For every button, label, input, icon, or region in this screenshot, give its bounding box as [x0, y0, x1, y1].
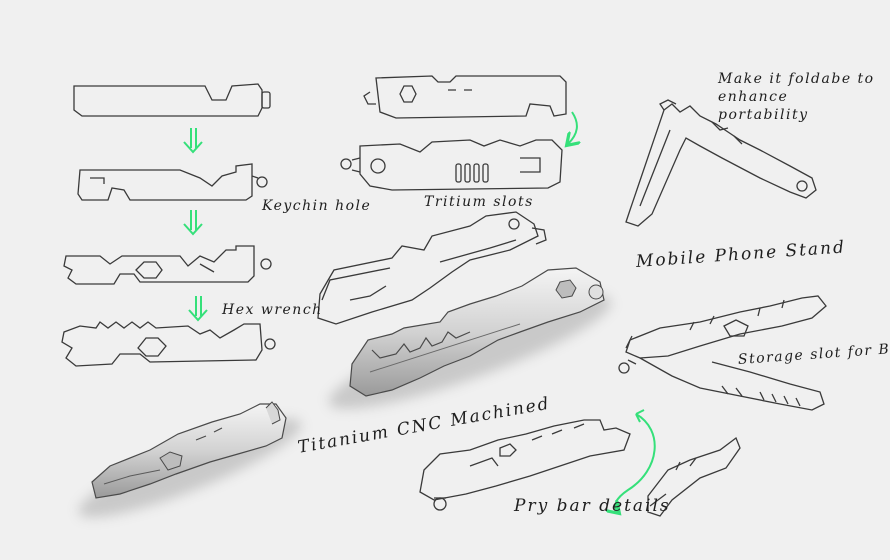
label-foldable: Make it foldabe to enhance portability	[718, 71, 875, 123]
double-arrow-pry-tail	[635, 409, 645, 423]
tool-stage-3	[63, 245, 272, 285]
double-arrow-pry	[615, 413, 656, 512]
label-hex-wrench: Hex wrench	[222, 302, 323, 318]
label-keychain-hole: Keychin hole	[262, 198, 372, 214]
tool-titanium-render	[78, 401, 302, 518]
tool-folded	[625, 99, 817, 227]
tool-pry-bar	[419, 419, 631, 511]
tool-top-open	[363, 75, 567, 119]
curved-arrow-top	[568, 111, 577, 144]
tool-open-stand	[618, 295, 827, 411]
tool-pry-detail	[647, 436, 741, 517]
down-arrows	[183, 128, 208, 322]
tool-top-tritium	[340, 139, 563, 191]
tool-stage-1	[73, 83, 271, 117]
tool-3d-render	[328, 267, 612, 409]
tool-3d-outline	[317, 211, 547, 325]
label-pry-bar: Pry bar details	[514, 496, 671, 516]
tool-stage-2	[77, 163, 268, 201]
tool-stage-4	[61, 321, 276, 367]
label-tritium-slots: Tritium slots	[424, 194, 534, 210]
